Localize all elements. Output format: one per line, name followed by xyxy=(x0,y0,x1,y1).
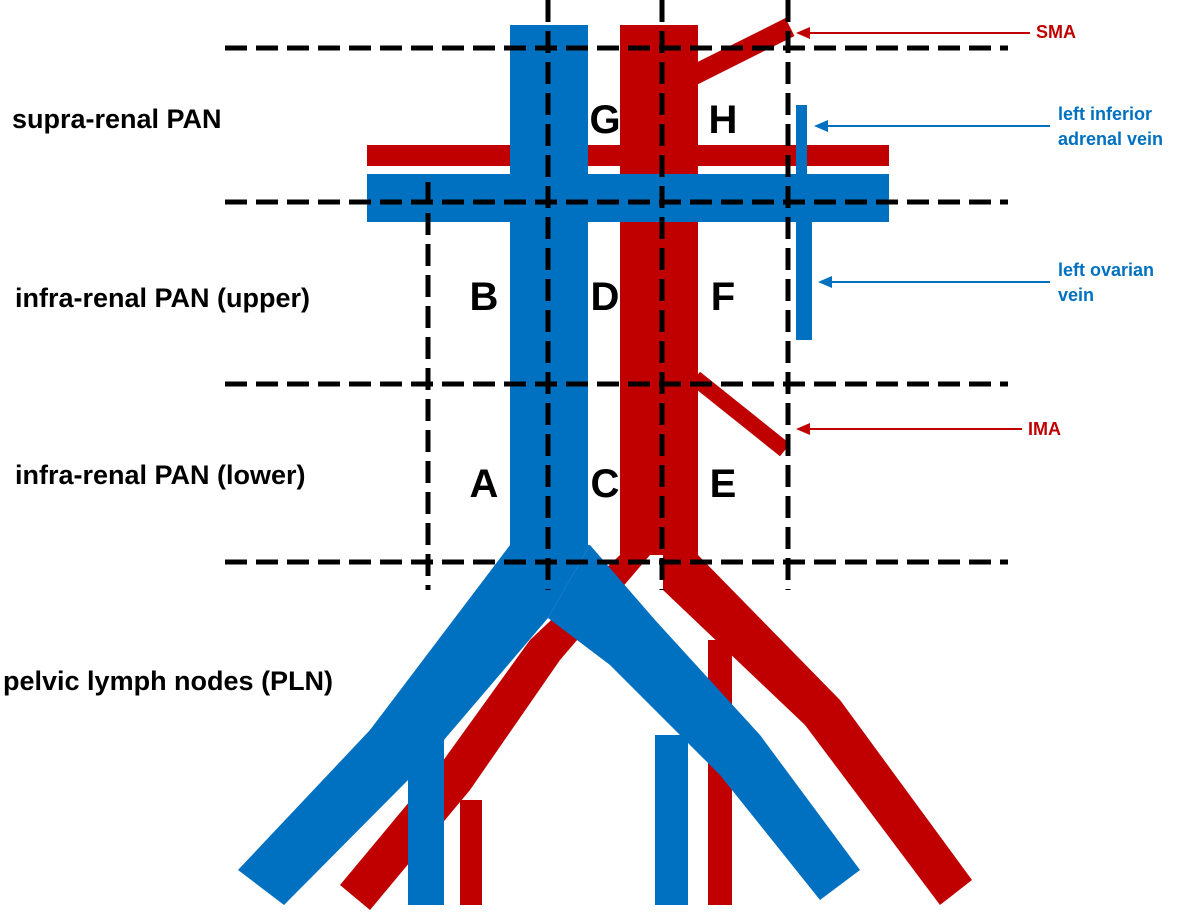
sma-arrow-head xyxy=(796,27,810,39)
left-ovarian-vein xyxy=(796,222,812,340)
ima-arrow-head xyxy=(796,423,810,435)
renal-arteries xyxy=(367,145,889,166)
left-inferior-adrenal-vein xyxy=(796,105,807,175)
right-common-iliac-artery xyxy=(663,555,972,905)
zone-f: F xyxy=(711,275,735,319)
label-supra-renal: supra-renal PAN xyxy=(12,104,222,134)
zone-h: H xyxy=(709,98,738,142)
callout-ovarian-line2: vein xyxy=(1058,285,1094,305)
label-pelvic: pelvic lymph nodes (PLN) xyxy=(3,666,333,696)
right-common-iliac-vein xyxy=(548,545,860,900)
arteries xyxy=(340,18,972,910)
ovarian-arrow-head xyxy=(818,276,832,288)
veins xyxy=(238,25,889,905)
inferior-mesenteric-artery xyxy=(690,371,790,457)
callout-adrenal-line2: adrenal vein xyxy=(1058,129,1163,149)
zone-b: B xyxy=(470,275,499,319)
left-internal-iliac-artery xyxy=(460,800,482,905)
left-common-iliac-vein xyxy=(238,545,590,905)
zone-grid xyxy=(225,0,1008,590)
superior-mesenteric-artery xyxy=(683,18,795,87)
label-infra-renal-lower: infra-renal PAN (lower) xyxy=(15,460,306,490)
zone-a: A xyxy=(470,462,499,506)
zone-e: E xyxy=(710,462,737,506)
zone-g: G xyxy=(589,98,620,142)
callout-ovarian-line1: left ovarian xyxy=(1058,260,1154,280)
adrenal-arrow-head xyxy=(814,120,828,132)
left-internal-iliac-vein xyxy=(408,735,444,905)
callout-adrenal-line1: left inferior xyxy=(1058,104,1152,124)
callout-arrows xyxy=(796,27,1050,435)
zone-c: C xyxy=(591,462,620,506)
renal-veins xyxy=(367,174,889,222)
abdominal-aorta xyxy=(620,25,698,555)
label-infra-renal-upper: infra-renal PAN (upper) xyxy=(15,283,310,313)
zone-d: D xyxy=(591,275,620,319)
callout-sma: SMA xyxy=(1036,22,1076,42)
callout-ima: IMA xyxy=(1028,419,1061,439)
right-internal-iliac-vein xyxy=(655,735,688,905)
